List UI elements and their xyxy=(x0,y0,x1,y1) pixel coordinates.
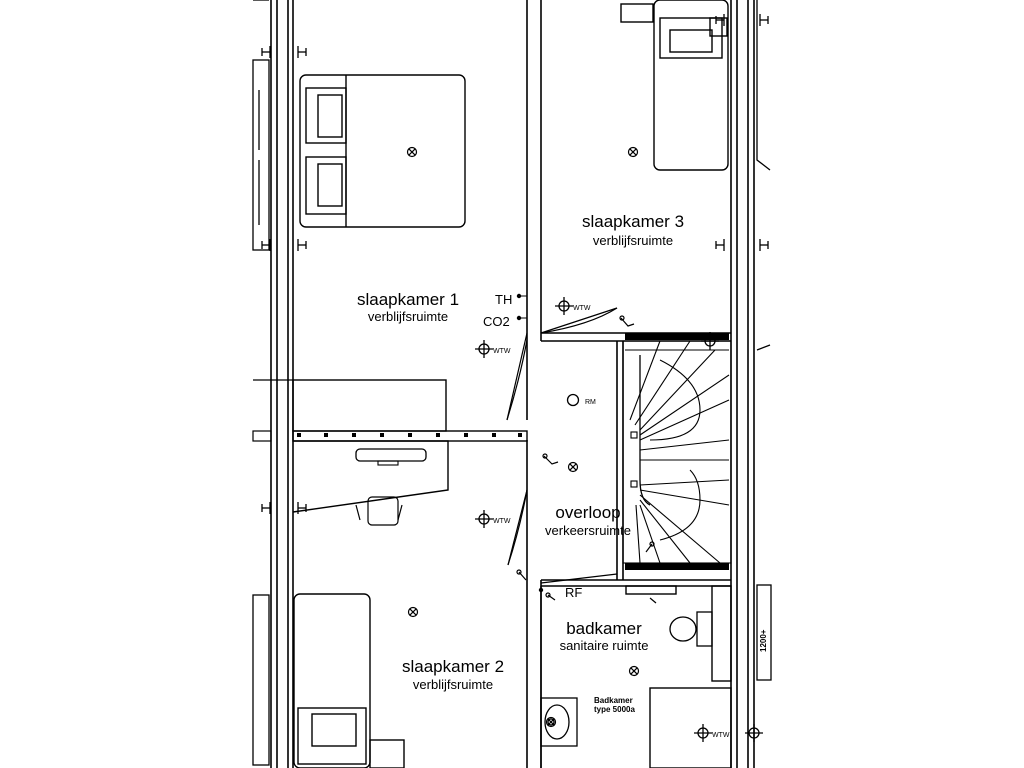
washbasin xyxy=(540,697,578,747)
neighbour-left xyxy=(252,0,270,766)
thermostat-label: TH xyxy=(495,292,512,307)
switches xyxy=(516,315,657,604)
wall-bedroom1-2 xyxy=(252,430,528,442)
wall-center-upper xyxy=(526,0,542,333)
wtw-label-1: WTW xyxy=(573,305,591,312)
wtw-label-3: WTW xyxy=(493,518,511,525)
desk-chair xyxy=(355,496,403,526)
room-name-badkamer: badkamer xyxy=(566,619,642,638)
room-name-overloop: overloop xyxy=(555,503,620,522)
door-slaapkamer1 xyxy=(506,332,528,421)
rm-symbol xyxy=(566,393,580,407)
dimension-label: 1200+ xyxy=(759,629,768,652)
single-bed-2 xyxy=(293,593,405,768)
wall-center-lower xyxy=(526,440,542,768)
wall-outlets xyxy=(261,13,769,515)
room-name-slaapkamer2: slaapkamer 2 xyxy=(402,657,504,676)
toilet xyxy=(669,611,713,647)
room-name-slaapkamer1: slaapkamer 1 xyxy=(357,290,459,309)
wtw-label-2: WTW xyxy=(493,348,511,355)
neighbour-right xyxy=(756,0,772,681)
badkamer-unit-line2: type 5000a xyxy=(594,705,635,714)
room-type-badkamer: sanitaire ruimte xyxy=(560,638,649,653)
desk xyxy=(292,440,449,513)
badkamer-unit-line1: Badkamer xyxy=(594,696,633,705)
staircase xyxy=(622,340,732,564)
room-name-slaapkamer3: slaapkamer 3 xyxy=(582,212,684,231)
wall-right xyxy=(730,0,755,768)
room-type-slaapkamer2: verblijfsruimte xyxy=(413,677,493,692)
room-type-overloop: verkeersruimte xyxy=(545,523,631,538)
room-type-slaapkamer3: verblijfsruimte xyxy=(593,233,673,248)
rm-label: RM xyxy=(585,399,596,406)
wtw-label-4: WTW xyxy=(712,732,730,739)
wardrobe xyxy=(292,379,447,432)
single-bed-3 xyxy=(620,0,729,171)
room-type-slaapkamer1: verblijfsruimte xyxy=(368,309,448,324)
double-bed xyxy=(299,74,466,228)
wall-left xyxy=(270,0,294,768)
door-slaapkamer2 xyxy=(507,489,528,566)
co2-sensor-label: CO2 xyxy=(483,314,510,329)
sensor-dots xyxy=(516,293,544,593)
rookmelder-label: RF xyxy=(565,585,582,600)
door-badkamer xyxy=(540,573,618,584)
door-slaapkamer3 xyxy=(540,307,618,334)
